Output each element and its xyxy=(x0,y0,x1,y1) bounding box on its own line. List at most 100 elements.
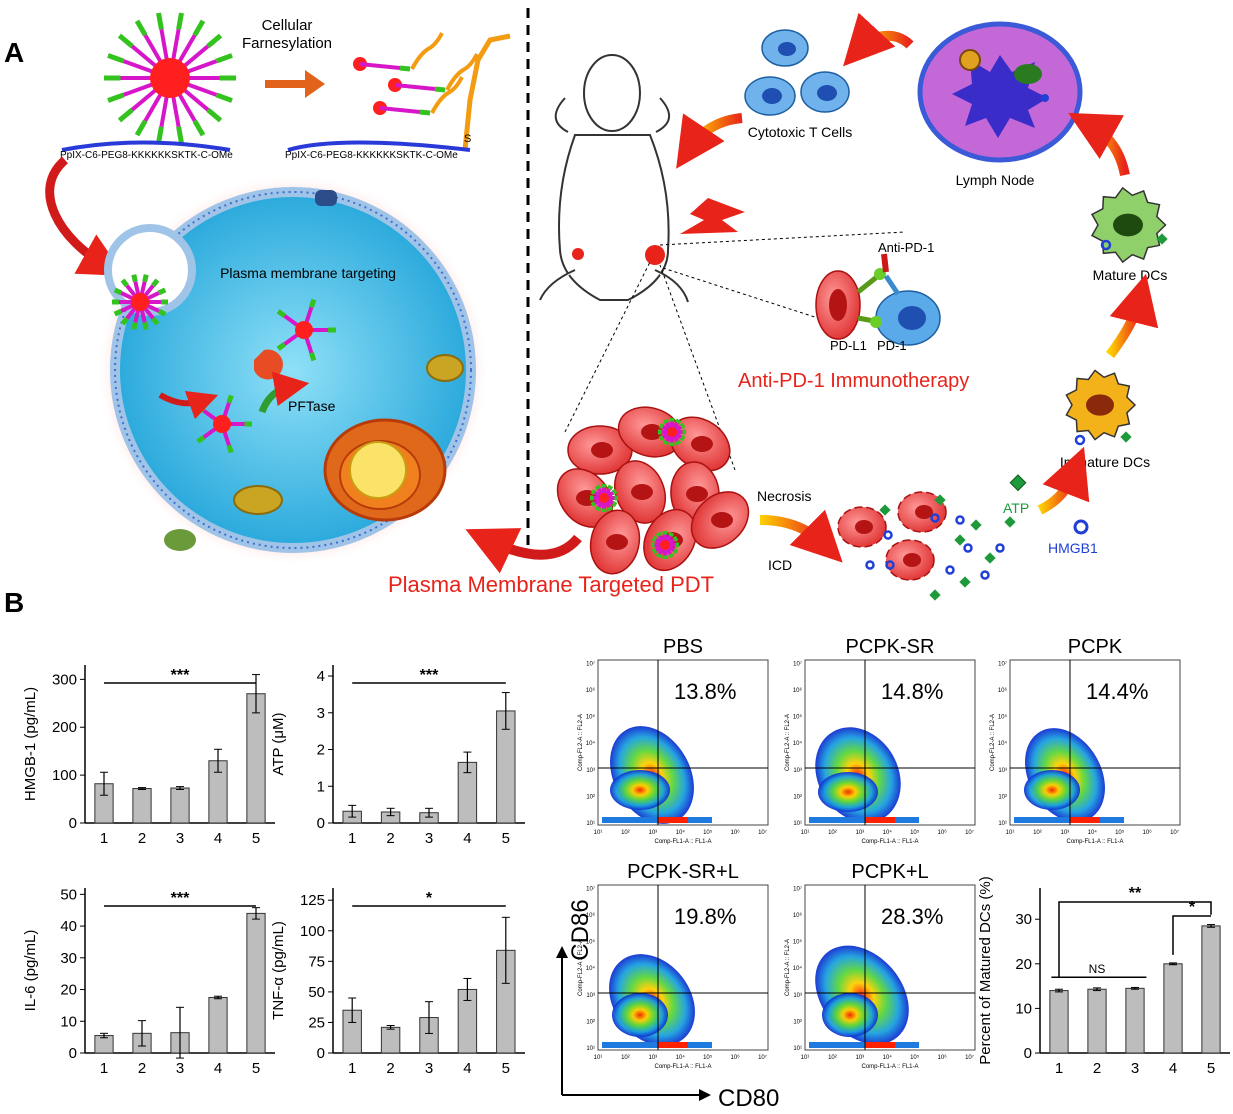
farnesyl-tail xyxy=(430,76,464,114)
significance-bracket xyxy=(1172,915,1211,955)
icd-label: ICD xyxy=(768,557,792,573)
star-arm-tip xyxy=(131,321,138,330)
dc-hmgb1 xyxy=(1100,239,1112,251)
necrosis-arrow xyxy=(759,509,843,563)
star-arm-tip xyxy=(120,316,129,326)
star-arm-tip xyxy=(655,552,662,559)
flow-plot: PCPK-SR+L19.8%Comp-FL1-A :: FL1-AComp-FL… xyxy=(578,861,769,1070)
star-arm-tip xyxy=(309,298,317,308)
bar xyxy=(1163,963,1183,1054)
star-arm-tip xyxy=(192,19,206,37)
x-tick-label: 4 xyxy=(214,830,222,847)
star-arm-tip xyxy=(113,287,123,296)
endocytosed-star xyxy=(112,274,168,330)
hmgb1-icon xyxy=(1073,519,1089,535)
y-tick-label: 0 xyxy=(69,1045,77,1062)
zoom-line-3 xyxy=(659,231,906,246)
y-tick-label: 10 xyxy=(1015,1000,1032,1017)
flow-x-tick: 10¹ xyxy=(594,1055,603,1061)
star-arm-tip xyxy=(668,552,675,559)
flow-y-tick: 10⁷ xyxy=(793,885,802,892)
membrane-channel xyxy=(315,190,337,206)
star-arm-tip xyxy=(662,418,669,425)
flow-density xyxy=(612,993,668,1037)
flow-axis-events xyxy=(1014,817,1124,823)
star-arm-tip xyxy=(131,274,138,283)
star-arm-tip xyxy=(196,435,206,444)
lymph-node xyxy=(917,21,1083,163)
star-arm-tip xyxy=(675,439,682,446)
y-axis-label: TNF-α (pg/mL) xyxy=(270,921,287,1020)
star-arm-tip xyxy=(156,126,164,144)
hmgb1-label: HMGB1 xyxy=(1048,540,1098,556)
peptide-label-left: PpIX-C6-PEG8-KKKKKKSKTK-C-OMe xyxy=(60,150,233,161)
star-arm-tip xyxy=(196,404,206,413)
x-tick-label: 3 xyxy=(176,830,184,847)
flow-x-tick: 10⁷ xyxy=(758,1054,767,1061)
tumor-left xyxy=(572,248,584,260)
x-tick-label: 1 xyxy=(100,830,108,847)
star-arm-tip xyxy=(651,535,658,542)
star-arm-tip xyxy=(215,92,233,103)
flow-x-tick: 10⁷ xyxy=(758,829,767,836)
y-tick-label: 20 xyxy=(1015,956,1032,973)
flow-y-tick: 10¹ xyxy=(998,821,1007,827)
star-arm-tip xyxy=(117,107,134,123)
flow-y-tick: 10¹ xyxy=(586,821,595,827)
flow-plot-title: PCPK+L xyxy=(851,861,928,883)
flow-x-axis-label: Comp-FL1-A :: FL1-A xyxy=(654,1064,711,1070)
star-arm-tip xyxy=(176,12,184,30)
fragment-tip xyxy=(419,109,431,116)
x-tick-label: 4 xyxy=(463,830,471,847)
tumor-nucleus xyxy=(631,484,653,500)
flow-x-tick: 10⁴ xyxy=(883,829,893,836)
peptide-label-right: PpIX-C6-PEG8-KKKKKKSKTK-C-OMe xyxy=(285,150,458,161)
flow-y-tick: 10⁶ xyxy=(793,687,803,694)
flow-x-tick: 10⁶ xyxy=(731,829,741,836)
flow-y-tick: 10⁴ xyxy=(586,740,596,747)
flow-x-tick: 10⁵ xyxy=(703,829,713,836)
flow-density xyxy=(818,772,878,812)
flow-x-tick: 10⁴ xyxy=(676,1054,686,1061)
flow-plot-title: PCPK-SR xyxy=(846,636,935,658)
flow-y-tick: 10³ xyxy=(998,768,1007,774)
flow-y-tick: 10⁷ xyxy=(586,660,595,667)
flow-y-tick: 10⁵ xyxy=(793,714,803,721)
tumor-nucleus xyxy=(691,436,713,452)
bar xyxy=(380,1026,401,1054)
flow-axis-events-peak xyxy=(1070,817,1100,823)
star-core xyxy=(660,540,670,550)
x-tick-label: 5 xyxy=(252,1060,260,1077)
flow-y-tick: 10⁴ xyxy=(998,740,1008,747)
flow-y-axis-label: Comp-FL2-A :: FL2-A xyxy=(785,714,791,771)
flow-plot-title: PCPK xyxy=(1068,636,1123,658)
star-arm-tip xyxy=(226,394,234,404)
y-tick-label: 0 xyxy=(317,1045,325,1062)
star-arm-tip xyxy=(611,488,618,495)
necrosis-label: Necrosis xyxy=(757,488,811,504)
star-arm-tip xyxy=(668,531,675,538)
mouse-outline xyxy=(539,54,689,303)
tumor-nucleus xyxy=(591,442,613,458)
arrow-mature-to-ln xyxy=(1068,112,1130,177)
y-tick-label: 75 xyxy=(308,953,325,970)
flow-y-tick: 10¹ xyxy=(793,1046,802,1052)
flow-plot-title: PCPK-SR+L xyxy=(627,861,739,883)
star-arm-tip xyxy=(142,274,149,283)
flow-x-tick: 10⁴ xyxy=(1088,829,1098,836)
membrane-protein xyxy=(164,529,196,551)
arrow-ln-to-t xyxy=(843,12,914,67)
cd80-label: CD80 xyxy=(718,1085,779,1112)
flow-x-tick: 10⁶ xyxy=(731,1054,741,1061)
flow-y-tick: 10⁷ xyxy=(586,885,595,892)
flow-y-tick: 10⁷ xyxy=(998,660,1007,667)
atp-particle xyxy=(954,534,966,546)
star-arm-tip xyxy=(134,19,148,37)
tumor-nucleus xyxy=(606,534,628,550)
significance-label: *** xyxy=(420,667,439,684)
star-core xyxy=(295,321,313,339)
fragment-tip xyxy=(434,86,446,93)
flow-plot-percentage: 14.4% xyxy=(1086,679,1148,704)
y-tick-label: 0 xyxy=(1024,1045,1032,1062)
